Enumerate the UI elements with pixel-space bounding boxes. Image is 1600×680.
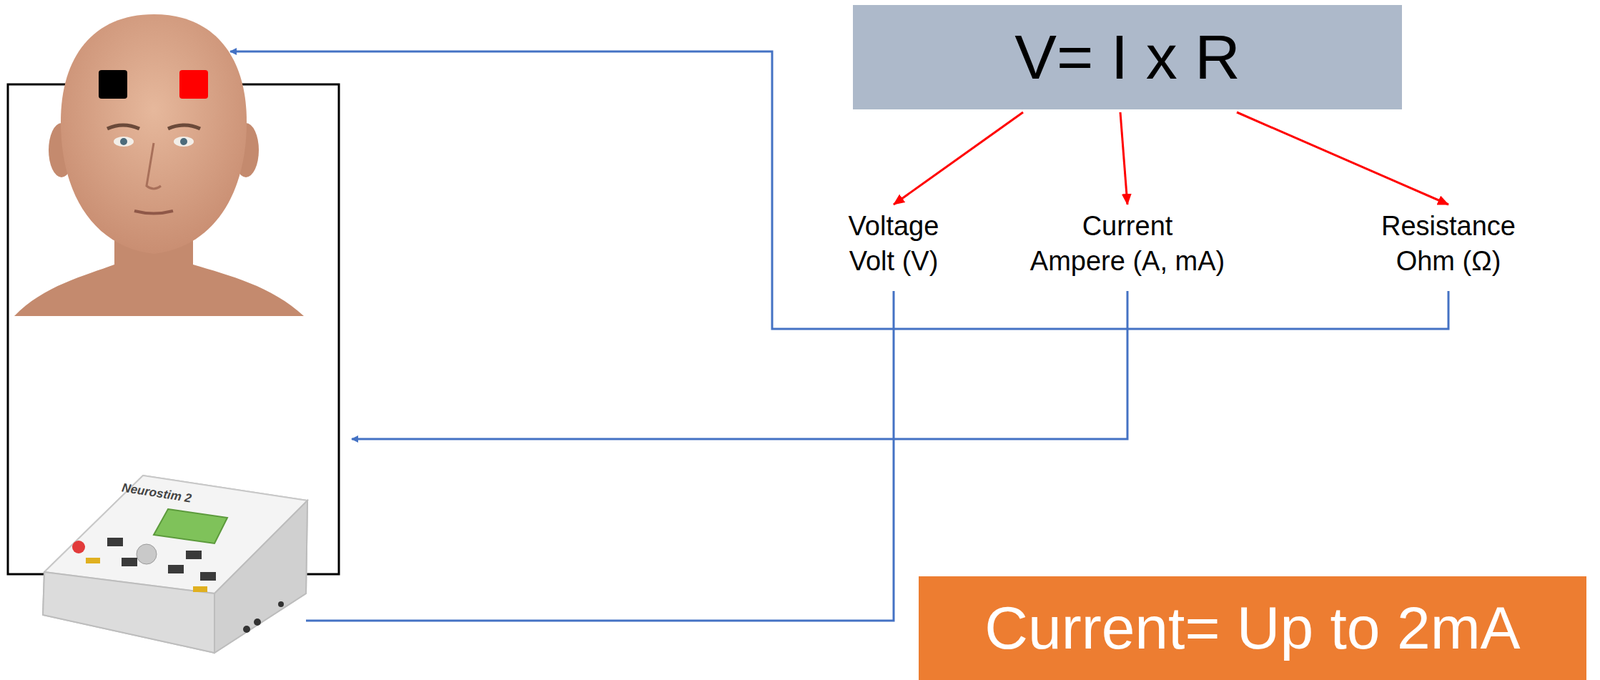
anode-electrode <box>179 70 209 99</box>
node-text: Current <box>1030 208 1225 244</box>
head-illustration <box>14 14 304 316</box>
current-limit-box: Current= Up to 2mA <box>918 576 1587 680</box>
voltage-label: VoltageVolt (V) <box>844 208 944 280</box>
red-arrow <box>1236 112 1449 205</box>
node-text: Ampere (A, mA) <box>1030 243 1225 279</box>
node-text: Volt (V) <box>848 243 940 279</box>
node-text: Ohm (Ω) <box>1381 243 1516 279</box>
stimulator-device <box>42 475 308 653</box>
equation-box: V= I x R <box>852 5 1402 110</box>
cathode-electrode <box>98 70 128 99</box>
node-text: Resistance <box>1381 208 1516 244</box>
current-label: CurrentAmpere (A, mA) <box>1025 208 1229 280</box>
node-text: V= I x R <box>1014 16 1240 98</box>
red-arrow <box>893 112 1024 205</box>
current-leader <box>351 290 1128 439</box>
red-arrow <box>1120 112 1128 205</box>
node-text: Current= Up to 2mA <box>984 589 1520 668</box>
voltage-leader <box>305 290 894 621</box>
resistance-label: ResistanceOhm (Ω) <box>1376 208 1520 280</box>
node-text: Voltage <box>848 208 940 244</box>
